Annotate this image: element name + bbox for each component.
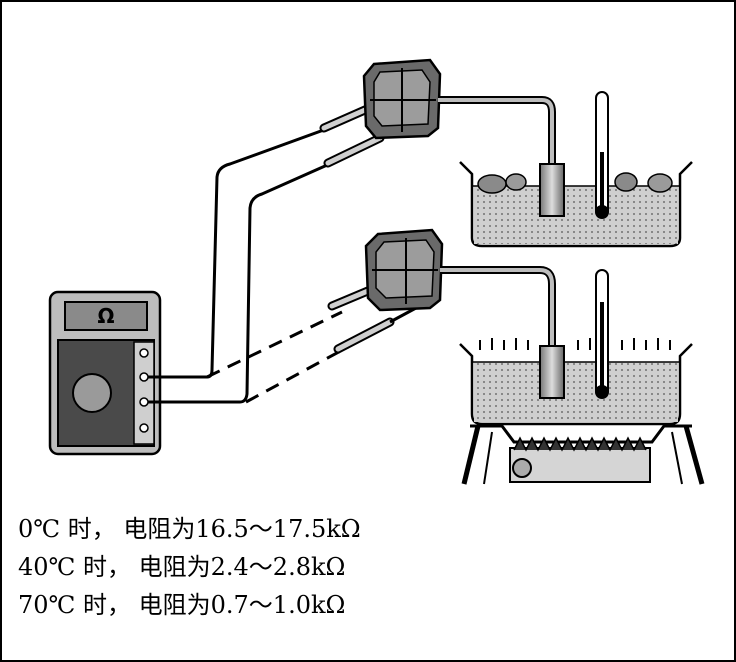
ohmmeter-display	[64, 301, 148, 331]
ice-cube	[505, 173, 527, 191]
ice-bath-container	[459, 161, 693, 248]
sensor-connector-upper	[362, 58, 442, 140]
lead-2-wire	[148, 160, 335, 404]
thermistor-sensor-lower	[539, 345, 565, 399]
caption-40c: 40℃ 时， 电阻为2.4～2.8kΩ	[18, 553, 346, 581]
caption-70c: 70℃ 时， 电阻为0.7～1.0kΩ	[18, 591, 346, 619]
sensor-connector-lower	[364, 228, 444, 312]
ice-cube	[614, 172, 638, 192]
burner-valve	[512, 458, 532, 478]
lead-2-dashed	[245, 345, 349, 404]
ohmmeter: Ω	[48, 290, 162, 456]
terminal-2	[139, 372, 149, 382]
experiment-illustration: Ω	[48, 58, 705, 485]
selector-knob	[72, 373, 112, 413]
test-leads	[148, 125, 349, 404]
burner-flames	[513, 436, 647, 452]
sensor-cable-lower	[440, 266, 556, 347]
ice-cube	[647, 173, 673, 193]
caption-0c: 0℃ 时， 电阻为16.5～17.5kΩ	[18, 515, 361, 543]
thermistor-sensor-upper	[539, 163, 565, 217]
lead-1-dashed	[206, 310, 343, 379]
ice-cube	[477, 174, 507, 194]
burner-stand	[461, 424, 705, 485]
terminal-3	[139, 397, 149, 407]
ohm-symbol: Ω	[97, 304, 114, 328]
heated-bath-container	[459, 343, 693, 426]
sensor-cable-upper	[438, 96, 556, 167]
lead-1-wire	[148, 125, 333, 379]
terminal-strip	[133, 341, 155, 445]
burner-base	[509, 447, 651, 483]
resistance-captions: 0℃ 时， 电阻为16.5～17.5kΩ 40℃ 时， 电阻为2.4～2.8kΩ…	[18, 510, 361, 624]
terminal-1	[139, 348, 149, 358]
ice-bath	[459, 91, 693, 248]
steam-lines	[479, 338, 671, 350]
heated-bath	[459, 269, 693, 426]
terminal-4	[139, 423, 149, 433]
